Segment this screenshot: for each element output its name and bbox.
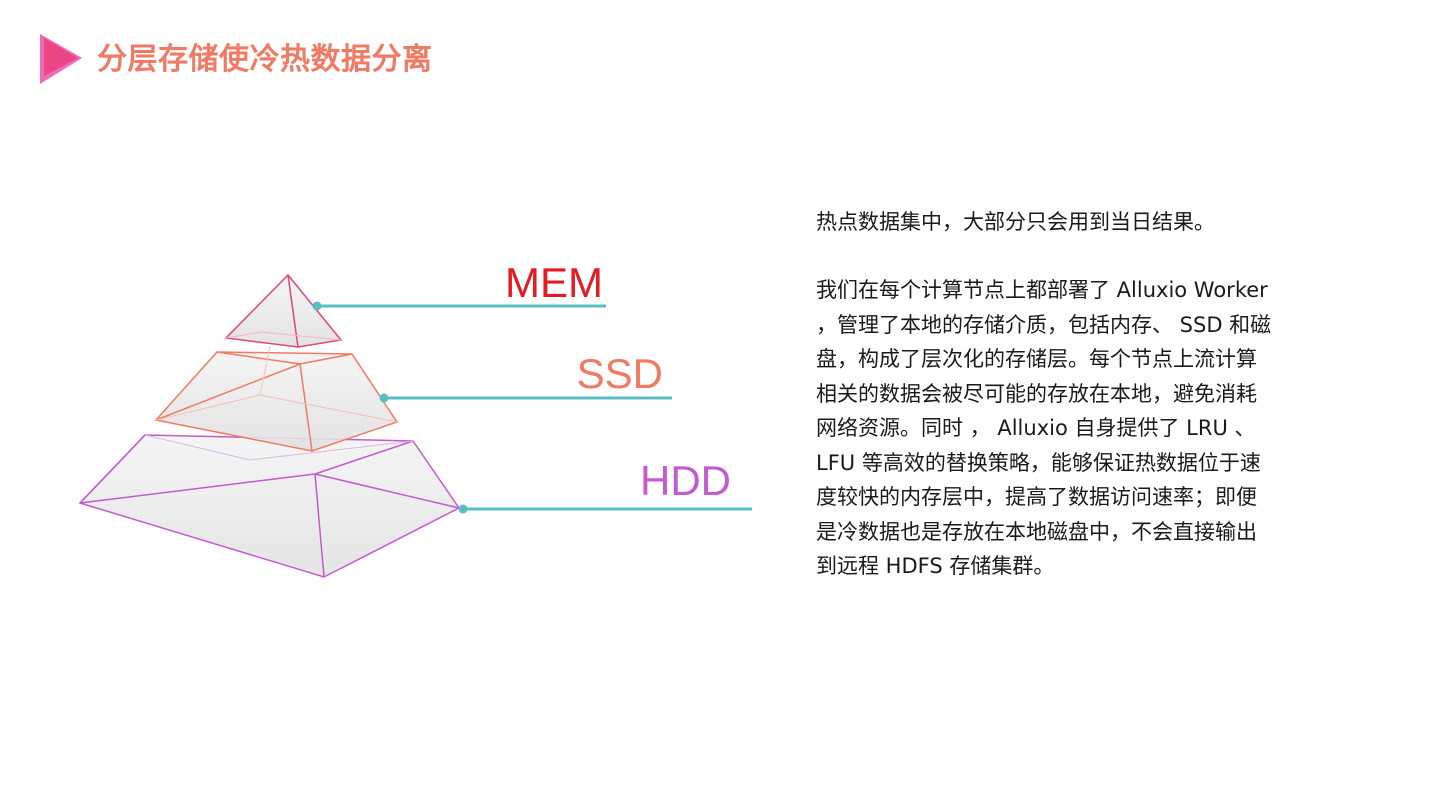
ssd-connector-line: [379, 393, 672, 403]
description-panel: 热点数据集中，大部分只会用到当日结果。 我们在每个计算节点上都部署了 Allux…: [816, 203, 1286, 584]
mem-tier-label: MEM: [505, 259, 603, 306]
alluxio-description: 我们在每个计算节点上都部署了 Alluxio Worker ，管理了本地的存储介…: [816, 278, 1272, 578]
play-triangle-logo-icon: [40, 34, 82, 84]
hdd-tier-label: HDD: [640, 457, 731, 504]
mem-tier-shape: [224, 273, 343, 348]
hdd-tier-shape: [78, 434, 461, 578]
hdd-connector-line: [458, 504, 752, 514]
ssd-tier-label: SSD: [577, 350, 663, 397]
page-title: 分层存储使冷热数据分离: [97, 42, 433, 77]
mem-connector-line: [312, 301, 606, 311]
ssd-tier-shape: [154, 345, 399, 452]
hot-data-summary: 热点数据集中，大部分只会用到当日结果。: [816, 210, 1215, 234]
